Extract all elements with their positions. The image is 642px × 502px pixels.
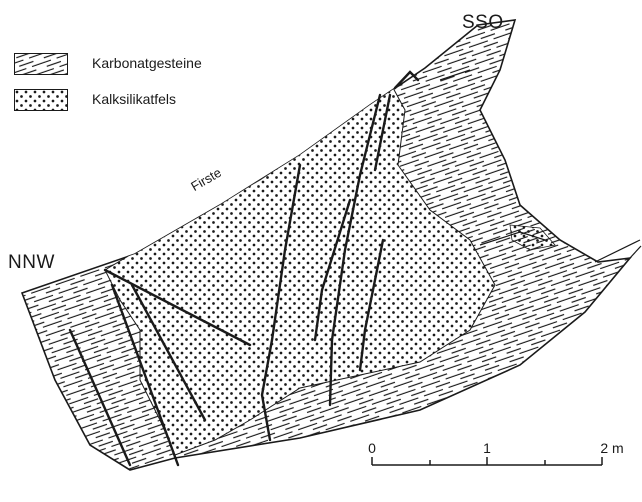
scale-tick-0: 0: [368, 440, 376, 456]
scale-tick-1: 1: [483, 440, 491, 456]
scale-end-label: 2 m: [600, 440, 623, 456]
legend-swatch-carbonate: [14, 53, 68, 75]
legend-label-carbonate: Karbonatgesteine: [92, 55, 202, 71]
scale-bar: [372, 457, 602, 465]
legend-label-calc-silicate: Kalksilikatfels: [92, 91, 176, 107]
direction-label-ssw: SSO: [462, 12, 504, 34]
direction-label-nnw: NNW: [8, 252, 55, 274]
legend-swatch-calc-silicate: [14, 89, 68, 111]
